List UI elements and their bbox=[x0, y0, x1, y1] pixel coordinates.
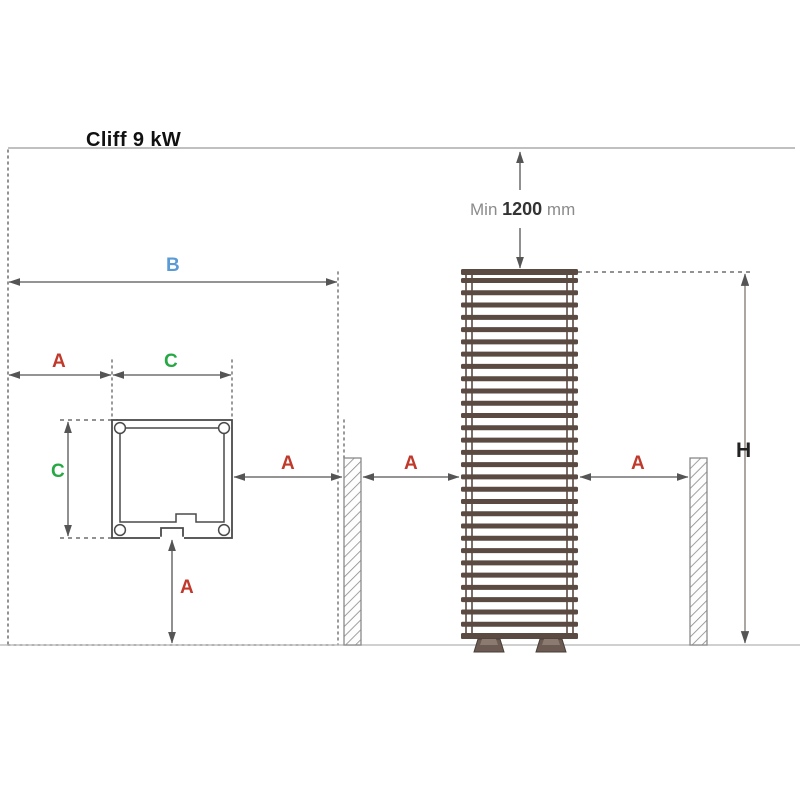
wall-left bbox=[343, 457, 362, 646]
dimension-label-a-elev-left: A bbox=[281, 453, 295, 474]
heater-slat bbox=[461, 498, 578, 504]
wall-right bbox=[689, 457, 708, 646]
heater-slat bbox=[461, 621, 578, 627]
dimension-label-a-elev-right: A bbox=[631, 453, 645, 474]
heater-elevation-view bbox=[461, 269, 578, 653]
heater-slat bbox=[461, 376, 578, 382]
min-clearance-unit: mm bbox=[546, 200, 576, 219]
heater-slat bbox=[461, 302, 578, 308]
heater-slat bbox=[461, 363, 578, 369]
page-title: Cliff 9 kW bbox=[86, 129, 182, 151]
heater-slat bbox=[461, 339, 578, 345]
heater-slat bbox=[461, 597, 578, 603]
heater-slat bbox=[461, 278, 578, 283]
heater-slat bbox=[461, 425, 578, 431]
heater-slat bbox=[461, 327, 578, 333]
min-clearance-value: 1200 bbox=[502, 199, 543, 219]
heater-slat bbox=[461, 290, 578, 296]
min-clearance-label: Min 1200 mm bbox=[470, 199, 575, 220]
heater-slats bbox=[461, 278, 578, 639]
min-clearance-prefix: Min bbox=[470, 200, 498, 219]
dimension-label-c-plan-depth: C bbox=[51, 461, 65, 482]
heater-slat bbox=[461, 609, 578, 615]
dimension-label-h: H bbox=[736, 439, 752, 462]
heater-slat bbox=[461, 449, 578, 455]
heater-slat bbox=[461, 548, 578, 554]
heater-slat bbox=[461, 474, 578, 480]
heater-slat bbox=[461, 462, 578, 468]
dimension-label-a-plan-left: A bbox=[52, 351, 66, 372]
heater-slat bbox=[461, 560, 578, 566]
heater-slat bbox=[461, 413, 578, 419]
heater-slat bbox=[461, 388, 578, 394]
heater-slat bbox=[461, 572, 578, 578]
heater-plan-view bbox=[111, 419, 233, 540]
heater-slat bbox=[461, 400, 578, 406]
heater-slat bbox=[461, 535, 578, 541]
heater-slat bbox=[461, 486, 578, 492]
heater-slat bbox=[461, 584, 578, 590]
heater-slat bbox=[461, 314, 578, 320]
dimension-label-a-plan-front: A bbox=[180, 577, 194, 598]
dimension-label-b: B bbox=[166, 255, 180, 276]
heater-slat bbox=[461, 523, 578, 529]
heater-slat bbox=[461, 437, 578, 443]
dimension-label-a-elev-mid: A bbox=[404, 453, 418, 474]
reference-frame bbox=[0, 147, 800, 647]
heater-slat bbox=[461, 351, 578, 357]
heater-slat bbox=[461, 511, 578, 517]
dimension-label-c-plan-width: C bbox=[164, 351, 178, 372]
